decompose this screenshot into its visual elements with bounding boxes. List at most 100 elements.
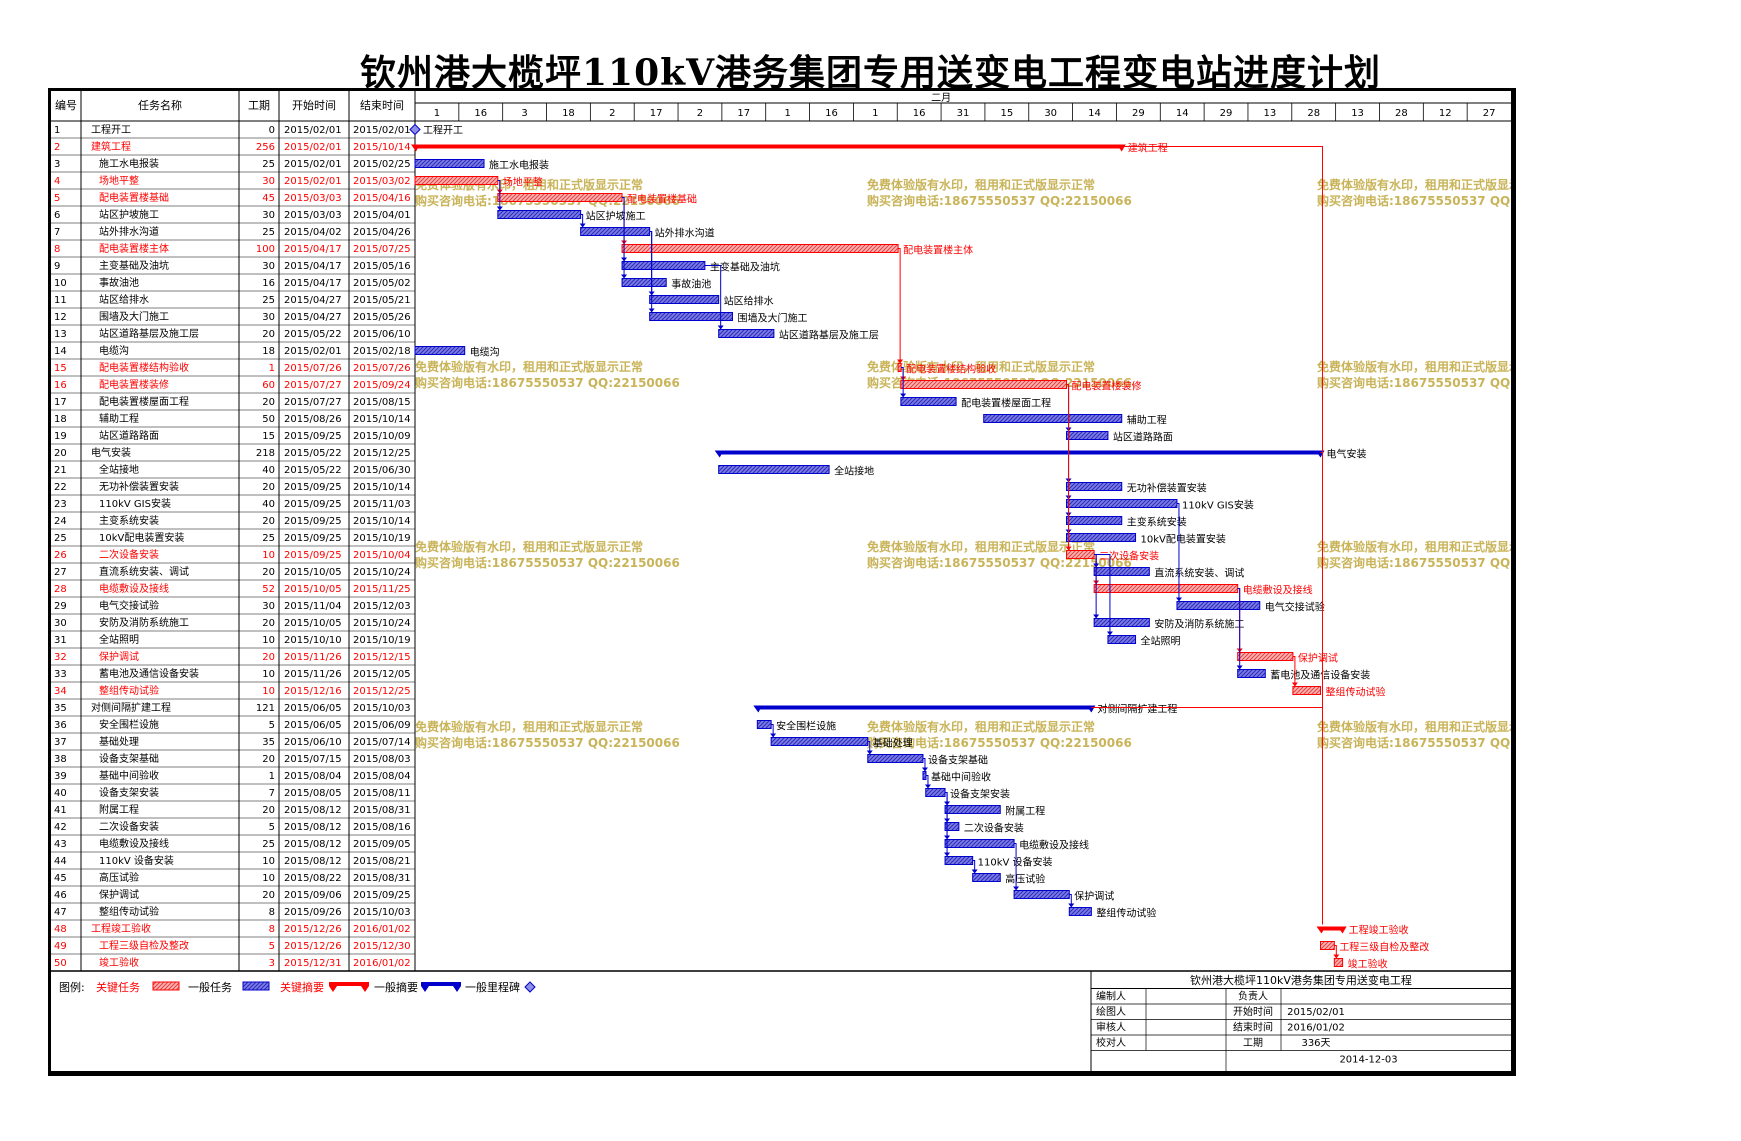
task-end: 2015/05/02 [353, 278, 411, 289]
bar-label: 主变基础及油坑 [710, 261, 780, 274]
task-duration: 25 [262, 159, 275, 170]
task-end: 2015/11/25 [353, 584, 411, 595]
task-start: 2015/12/26 [284, 924, 342, 935]
summary-cap-end [1337, 926, 1347, 934]
task-bar [1093, 584, 1239, 593]
watermark-line1: 免费体验版有水印，租用和正式版显示正常 [415, 359, 643, 374]
task-name: 工程开工 [91, 124, 131, 136]
task-bar [925, 788, 946, 797]
info-box-value: 2015/02/01 [1287, 1007, 1345, 1018]
task-end: 2015/06/10 [353, 329, 411, 340]
dependency-arrow [648, 308, 655, 313]
task-bar [580, 227, 651, 236]
task-duration: 30 [262, 601, 275, 612]
task-duration: 0 [269, 125, 275, 136]
task-bar [944, 856, 974, 865]
task-start: 2015/12/31 [284, 958, 342, 969]
task-name: 围墙及大门施工 [99, 310, 169, 323]
task-name: 站外排水沟道 [99, 225, 159, 238]
task-name: 附属工程 [99, 803, 139, 816]
watermark-line2: 购买咨询电话:18675550537 QQ:22150066 [1317, 193, 1511, 208]
watermark-line1: 免费体验版有水印，租用和正式版显示正常 [1317, 719, 1511, 734]
timeline-tick-label: 14 [1176, 108, 1189, 119]
bar-label: 站区道路基层及施工层 [779, 329, 879, 342]
task-end: 2015/08/16 [353, 822, 411, 833]
watermark-line2: 购买咨询电话:18675550537 QQ:22150066 [867, 555, 1132, 570]
summary-cap-start [411, 144, 420, 152]
bar-label: 安防及消防系统施工 [1154, 618, 1244, 631]
info-box-label: 审核人 [1096, 1021, 1126, 1034]
task-start: 2015/08/12 [284, 856, 342, 867]
info-box-label: 负责人 [1238, 990, 1268, 1003]
bar-label: 竣工验收 [1348, 958, 1388, 971]
task-name: 二次设备安装 [99, 548, 159, 561]
task-start: 2015/09/25 [284, 431, 342, 442]
bar-label: 整组传动试验 [1326, 686, 1386, 699]
task-end: 2015/08/21 [353, 856, 411, 867]
task-name: 配电装置楼屋面工程 [99, 395, 189, 408]
summary-bar [415, 144, 1122, 149]
task-id: 45 [54, 873, 67, 884]
dependency-link [898, 248, 901, 363]
page-title: 钦州港大榄坪110kV港务集团专用送变电工程变电站进度计划 [359, 52, 1382, 94]
task-name: 电气安装 [91, 446, 131, 459]
watermark-line1: 免费体验版有水印，租用和正式版显示正常 [1317, 539, 1511, 554]
dependency-arrow [866, 750, 873, 755]
timeline-tick-label: 28 [1395, 108, 1408, 119]
task-name: 电气交接试验 [99, 599, 159, 612]
dependency-arrow [921, 767, 928, 772]
timeline-tick-label: 27 [1483, 108, 1496, 119]
task-id: 35 [54, 703, 67, 714]
info-box-label: 编制人 [1096, 990, 1126, 1003]
bar-label: 电气交接试验 [1265, 601, 1325, 614]
legend-crit-summary-label: 关键摘要 [280, 980, 324, 994]
task-duration: 18 [262, 346, 275, 357]
watermark-line1: 免费体验版有水印，租用和正式版显示正常 [867, 177, 1095, 192]
task-bar [649, 295, 720, 304]
task-end: 2015/12/03 [353, 601, 411, 612]
dependency-link [925, 775, 929, 788]
task-name: 整组传动试验 [99, 684, 159, 697]
task-duration: 20 [262, 482, 275, 493]
task-id: 25 [54, 533, 67, 544]
task-id: 4 [54, 176, 60, 187]
task-bar [621, 244, 899, 253]
task-id: 12 [54, 312, 67, 323]
bar-label: 电缆敷设及接线 [1243, 584, 1313, 597]
dependency-arrow [924, 784, 931, 789]
task-start: 2015/06/10 [284, 737, 342, 748]
info-box-date: 2014-12-03 [1339, 1055, 1397, 1066]
task-name: 10kV配电装置安装 [99, 531, 184, 544]
timeline-tick-label: 16 [474, 108, 487, 119]
task-id: 32 [54, 652, 67, 663]
info-box-value: 336天 [1301, 1038, 1330, 1049]
bar-label: 工程竣工验收 [1349, 924, 1409, 937]
task-start: 2015/02/01 [284, 176, 342, 187]
task-id: 40 [54, 788, 67, 799]
task-name: 配电装置楼结构验收 [99, 361, 189, 374]
task-start: 2015/03/03 [284, 193, 342, 204]
dependency-link [1334, 945, 1337, 958]
task-start: 2015/04/17 [284, 244, 342, 255]
bar-label: 工程开工 [423, 125, 463, 137]
watermark-line2: 购买咨询电话:18675550537 QQ:22150066 [867, 735, 1132, 750]
task-id: 50 [54, 958, 67, 969]
task-bar [1066, 533, 1137, 542]
task-start: 2015/10/10 [284, 635, 342, 646]
task-name: 站区道路基层及施工层 [99, 327, 199, 340]
task-bar [1292, 686, 1322, 695]
task-bar [1176, 601, 1261, 610]
task-id: 43 [54, 839, 67, 850]
task-start: 2015/09/25 [284, 533, 342, 544]
task-start: 2015/04/27 [284, 295, 342, 306]
task-name: 基础处理 [99, 735, 139, 748]
bar-label: 电缆沟 [470, 346, 500, 359]
task-bar [1093, 618, 1150, 627]
dependency-link [1094, 554, 1111, 635]
task-start: 2015/06/05 [284, 720, 342, 731]
task-duration: 121 [256, 703, 275, 714]
task-end: 2015/07/26 [353, 363, 411, 374]
task-end: 2015/04/01 [353, 210, 411, 221]
task-start: 2015/08/26 [284, 414, 342, 425]
watermark-line1: 免费体验版有水印，租用和正式版显示正常 [415, 539, 643, 554]
